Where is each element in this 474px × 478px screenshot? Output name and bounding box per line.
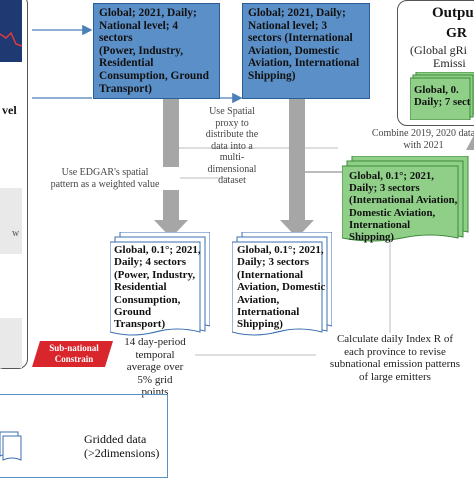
line: National level; 3: [248, 19, 328, 32]
grid-dataset-left-icon: [110, 232, 210, 336]
line: Ground: [114, 306, 152, 319]
line: distribute the: [205, 129, 259, 140]
line: Aviation, Domestic: [237, 281, 326, 294]
left-chart-thumbnail: [0, 0, 23, 62]
line: (International Aviation,: [349, 194, 458, 207]
grid-dataset-mid-text: Global, 0.1°; 2021, Daily; 3 sectors (In…: [237, 244, 347, 331]
line: Aviation,: [237, 293, 280, 306]
line: Combine 2019, 2020 data: [371, 128, 474, 139]
line: Use Spatial: [209, 106, 255, 117]
line: Transport): [114, 318, 166, 331]
mini-line-chart-icon: [0, 31, 23, 47]
line: dataset: [218, 175, 246, 186]
left-panel-block: [0, 188, 22, 254]
output-green-line1: Global, 0.: [414, 84, 459, 96]
line: Sub-national: [49, 343, 99, 353]
period-note: 14 day-period temporal average over 5% g…: [114, 336, 196, 399]
line: pattern as a weighted value: [50, 178, 160, 190]
gridded-data-legend-icon: [0, 431, 22, 461]
line: (International: [237, 268, 303, 281]
line: Use EDGAR's spatial: [61, 167, 149, 178]
line: Global; 2021, Daily;: [248, 7, 346, 19]
line: Shipping): [248, 69, 296, 82]
line: Daily; 3 sectors: [237, 256, 310, 269]
spatial-proxy-note: Use Spatial proxy to distribute the data…: [182, 106, 282, 187]
combine-note: Combine 2019, 2020 data with 2021: [366, 128, 474, 151]
line: 5% grid: [137, 373, 173, 386]
line: (Power, Industry,: [99, 44, 184, 57]
line: Consumption, Ground: [99, 69, 209, 82]
line: Gridded data: [84, 432, 147, 446]
output-desc-line1: (Global gRi: [410, 43, 467, 57]
line: of large emitters: [359, 370, 431, 383]
line: average over: [126, 361, 184, 373]
line: Daily; 3 sectors: [349, 182, 420, 195]
line: International: [349, 218, 411, 231]
left-panel: [0, 0, 28, 369]
line: Global, 0.1°; 2021,: [237, 244, 324, 256]
left-panel-block-2: [0, 318, 22, 368]
subnational-constrain-label: Sub-national Constrain: [38, 343, 110, 364]
line: sectors (International: [248, 32, 353, 45]
line: Calculate daily Index R of: [336, 333, 454, 345]
line: (Power, Industry,: [114, 268, 196, 281]
line: Global, 0.1°; 2021,: [114, 244, 201, 256]
line: proxy to: [215, 117, 249, 129]
line: multi-: [219, 152, 245, 163]
output-desc-line2: Emissi: [433, 56, 466, 70]
big-arrow-right: [280, 98, 314, 238]
subnational-constrain-shape: [32, 341, 113, 367]
grid-dataset-left-text: Global, 0.1°; 2021, Daily; 4 sectors (Po…: [114, 244, 224, 331]
grid-dataset-green-icon: [342, 156, 469, 242]
top-source-box-left: Global; 2021, Daily; National level; 4 s…: [93, 3, 220, 99]
line: Global, 0.1°; 2021,: [349, 170, 434, 182]
line: 14 day-period: [124, 336, 186, 348]
line: temporal: [135, 348, 175, 361]
grid-dataset-mid-icon: [232, 232, 332, 336]
line: dimensional: [207, 163, 257, 175]
line: (>2dimensions): [84, 446, 160, 460]
output-green-line2: Daily; 7 sect: [414, 96, 471, 108]
output-subtitle: GR: [446, 26, 467, 41]
output-green-dataset-icon: [410, 72, 474, 120]
line: Domestic Aviation,: [349, 206, 436, 219]
legend-label: Gridded data (>2dimensions): [84, 432, 159, 460]
line: National level; 4 sectors: [99, 19, 179, 45]
grid-dataset-green-text: Global, 0.1°; 2021, Daily; 3 sectors (In…: [349, 170, 474, 243]
line: International: [237, 306, 300, 319]
output-title: Outpu: [432, 5, 474, 21]
left-label-w: w: [12, 228, 20, 239]
line: each province to revise: [344, 345, 446, 358]
line: Constrain: [54, 353, 94, 364]
line: points: [141, 386, 169, 398]
index-note: Calculate daily Index R of each province…: [316, 333, 474, 383]
arrow-right-edge: [466, 135, 474, 150]
line: with 2021: [403, 139, 444, 151]
line: subnational emission patterns: [329, 358, 461, 370]
line: Aviation, Domestic: [248, 44, 340, 57]
line: Shipping): [237, 318, 283, 331]
top-source-box-right: Global; 2021, Daily; National level; 3 s…: [242, 3, 370, 99]
left-label-vel: vel: [2, 103, 17, 117]
line: Shipping): [349, 231, 395, 244]
line: Consumption,: [114, 293, 181, 306]
line: Aviation, International: [248, 57, 360, 70]
line: Global; 2021, Daily;: [99, 7, 197, 19]
line: data into a: [211, 140, 253, 152]
line: Transport): [99, 82, 152, 95]
line: Daily; 4 sectors: [114, 256, 187, 269]
line: Residential: [99, 57, 154, 70]
line: Residential: [114, 281, 167, 294]
edgar-note: Use EDGAR's spatial pattern as a weighte…: [30, 167, 180, 190]
